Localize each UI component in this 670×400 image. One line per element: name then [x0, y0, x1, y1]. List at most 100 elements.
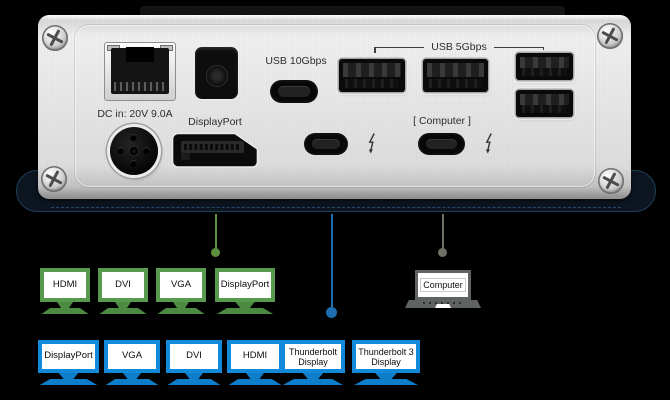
monitor-stand	[185, 373, 203, 379]
optical-audio-port	[195, 47, 238, 99]
base-edge-highlight	[51, 207, 621, 208]
monitor-foot	[157, 308, 205, 314]
usb-a-tongue	[427, 63, 484, 77]
usb-10gbps-label: USB 10Gbps	[265, 55, 327, 67]
usb-5gbps-bracket: USB 5Gbps	[374, 40, 545, 54]
monitor-screen: DisplayPort	[215, 268, 275, 302]
ethernet-pins	[114, 82, 166, 91]
monitor-foot	[282, 379, 344, 385]
dc-hole	[130, 134, 137, 141]
ethernet-clip	[126, 47, 154, 62]
displayport-port	[171, 132, 259, 168]
screw-icon	[597, 23, 623, 49]
monitor-foot	[41, 308, 89, 314]
monitor-label: DisplayPort	[220, 278, 270, 290]
panel-groove	[74, 24, 596, 188]
usb-c-10gbps-port	[272, 82, 316, 101]
monitor-stand	[57, 302, 73, 308]
monitor-foot	[354, 379, 418, 385]
monitor-label: VGA	[121, 350, 143, 362]
screw-icon	[41, 166, 67, 192]
bracket-line	[374, 46, 425, 53]
displayport-label: DisplayPort	[188, 116, 242, 128]
monitor-screen: Thunderbolt 3 Display	[352, 340, 420, 373]
dc-hole	[143, 147, 150, 154]
monitor-vga-blue: VGA	[104, 340, 160, 385]
usb-a-port	[516, 53, 573, 80]
dc-hole	[117, 147, 124, 154]
monitor-displayport-green: DisplayPort	[215, 268, 275, 314]
monitor-hdmi-blue: HDMI	[227, 340, 283, 385]
laptop-notch	[435, 304, 451, 308]
monitor-foot	[99, 308, 147, 314]
monitor-label: DVI	[186, 350, 202, 362]
computer-usb-c-port	[420, 135, 463, 153]
monitor-stand	[246, 373, 264, 379]
monitor-foot	[39, 379, 98, 385]
monitor-screen: Thunderbolt Display	[281, 340, 345, 373]
blue-leader-line	[330, 214, 333, 308]
dc-in-label: DC in: 20V 9.0A	[97, 108, 173, 120]
ethernet-port	[104, 42, 176, 101]
monitor-label: DisplayPort	[44, 350, 93, 362]
thunderbolt-icon	[485, 133, 492, 154]
green-leader-line	[214, 214, 217, 249]
monitor-hdmi-green: HDMI	[40, 268, 90, 314]
gray-leader-line	[441, 214, 444, 249]
monitor-screen: HDMI	[227, 340, 283, 373]
monitor-label: VGA	[170, 278, 192, 290]
monitor-vga-green: VGA	[156, 268, 206, 314]
monitor-stand	[58, 373, 79, 379]
usb-a-port	[339, 59, 405, 92]
thunderbolt-icon	[368, 133, 375, 154]
monitor-thunderbolt-display: Thunderbolt Display	[281, 340, 345, 385]
monitor-foot	[216, 308, 274, 314]
monitor-screen: DisplayPort	[38, 340, 99, 373]
screw-icon	[42, 25, 68, 51]
monitor-displayport-blue: DisplayPort	[38, 340, 99, 385]
monitor-stand	[123, 373, 141, 379]
laptop-computer: Computer	[405, 270, 481, 308]
monitor-dvi-blue: DVI	[166, 340, 222, 385]
dc-power-port	[110, 127, 158, 175]
monitor-label: Thunderbolt 3 Display	[358, 346, 414, 367]
dc-center-pin	[130, 147, 138, 155]
blue-leader-dot	[326, 307, 337, 318]
screw-icon	[598, 168, 624, 194]
monitor-thunderbolt3-display: Thunderbolt 3 Display	[352, 340, 420, 385]
dc-hole	[130, 160, 137, 167]
monitor-label: Thunderbolt Display	[288, 346, 338, 367]
monitor-screen: VGA	[156, 268, 206, 302]
bracket-line	[493, 46, 545, 53]
usb-a-tongue	[343, 63, 401, 77]
monitor-foot	[167, 379, 221, 385]
usb-a-tongue	[520, 57, 569, 69]
monitor-stand	[115, 302, 131, 308]
gray-leader-dot	[438, 248, 447, 257]
monitor-dvi-green: DVI	[98, 268, 148, 314]
usb-5gbps-label: USB 5Gbps	[431, 41, 487, 53]
laptop-base	[405, 300, 481, 308]
monitor-label: DVI	[115, 278, 131, 290]
usb-a-port	[423, 59, 488, 92]
monitor-label: HDMI	[52, 278, 78, 290]
laptop-label: Computer	[420, 278, 466, 292]
monitor-stand	[173, 302, 189, 308]
monitor-screen: DVI	[98, 268, 148, 302]
monitor-screen: DVI	[166, 340, 222, 373]
usb-a-tongue	[520, 94, 569, 106]
monitor-screen: VGA	[104, 340, 160, 373]
monitor-stand	[235, 302, 255, 308]
laptop-keyboard	[423, 302, 463, 304]
monitor-foot	[228, 379, 282, 385]
monitor-stand	[302, 373, 324, 379]
monitor-foot	[105, 379, 159, 385]
computer-port-label: [ Computer ]	[413, 115, 471, 127]
monitor-stand	[375, 373, 397, 379]
green-leader-dot	[211, 248, 220, 257]
thunderbolt-usb-c-port	[306, 135, 346, 153]
laptop-screen: Computer	[415, 270, 471, 300]
monitor-screen: HDMI	[40, 268, 90, 302]
usb-a-port	[516, 90, 573, 117]
